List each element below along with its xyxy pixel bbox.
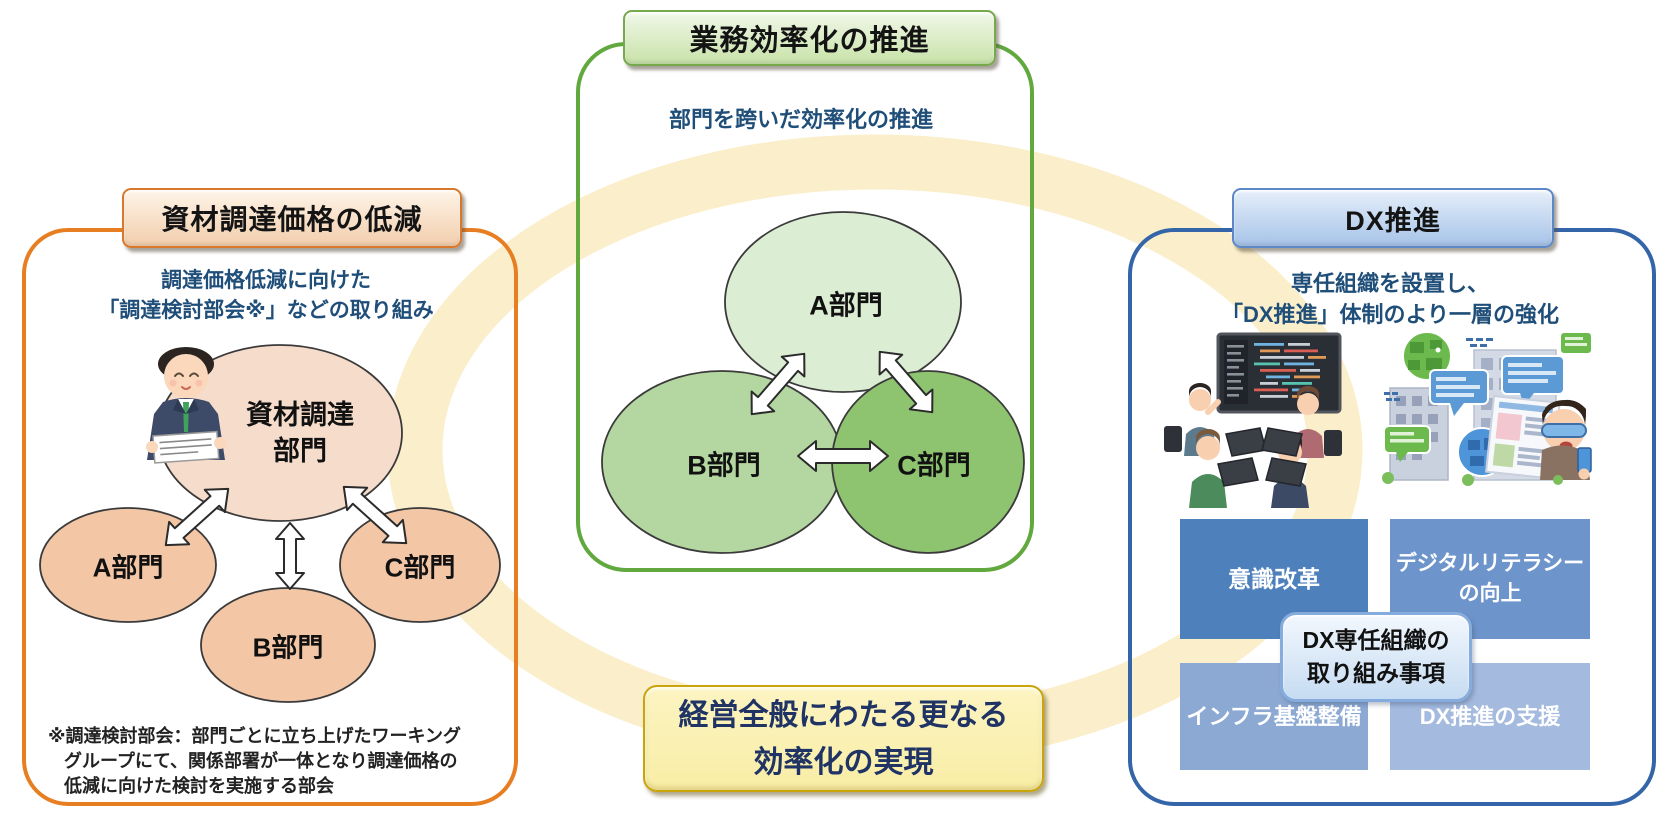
procurement-hub-line1: 資材調達 bbox=[246, 400, 354, 430]
dx-title-plate: DX推進 bbox=[1232, 188, 1554, 248]
procurement-subtitle: 調達価格低減に向けた 「調達検討部会※」などの取り組み bbox=[98, 266, 433, 326]
dx-box-support-label: DX推進の支援 bbox=[1419, 703, 1561, 729]
goal-banner-line2: 効率化の実現 bbox=[753, 745, 934, 779]
dx-box-awareness: 意識改革 bbox=[1180, 519, 1368, 639]
goal-banner-line1: 経営全般にわたる更なる bbox=[678, 698, 1009, 732]
dx-subtitle-line2: 「DX推進」体制のより一層の強化 bbox=[1220, 302, 1560, 327]
goal-banner: 経営全般にわたる更なる 効率化の実現 bbox=[643, 685, 1044, 792]
efficiency-dept-c-label: C部門 bbox=[897, 450, 971, 481]
efficiency-subtitle: 部門を跨いだ効率化の推進 bbox=[668, 107, 934, 132]
dx-overlay-callout: DX専任組織の 取り組み事項 bbox=[1280, 612, 1472, 702]
procurement-dept-a-label: A部門 bbox=[92, 552, 164, 583]
dx-subtitle-line1: 専任組織を設置し、 bbox=[1290, 271, 1489, 296]
procurement-dept-c-label: C部門 bbox=[384, 552, 456, 583]
procurement-subtitle-line1: 調達価格低減に向けた bbox=[160, 269, 371, 292]
efficiency-title: 業務効率化の推進 bbox=[689, 25, 930, 57]
dx-box-digital-literacy-line1: デジタルリテラシー bbox=[1395, 552, 1585, 575]
procurement-title-plate: 資材調達価格の低減 bbox=[122, 188, 462, 248]
footnote-line2: グループにて、関係部署が一体となり調達価格の bbox=[64, 751, 458, 771]
procurement-footnote: ※調達検討部会：部門ごとに立ち上げたワーキング グループにて、関係部署が一体とな… bbox=[48, 724, 461, 799]
dx-overlay-line2: 取り組み事項 bbox=[1307, 660, 1445, 686]
efficiency-dept-a-label: A部門 bbox=[809, 290, 883, 321]
procurement-subtitle-line2: 「調達検討部会※」などの取り組み bbox=[98, 299, 434, 322]
procurement-hub-label: 資材調達 部門 bbox=[246, 397, 354, 469]
dx-box-infrastructure-label: インフラ基盤整備 bbox=[1186, 703, 1362, 729]
procurement-title: 資材調達価格の低減 bbox=[161, 204, 423, 235]
dx-box-digital-literacy-line2: の向上 bbox=[1458, 582, 1522, 605]
dx-overlay-line1: DX専任組織の bbox=[1302, 627, 1450, 653]
footnote-line3: 低減に向けた検討を実施する部会 bbox=[64, 776, 334, 796]
procurement-dept-b-label: B部門 bbox=[252, 632, 324, 663]
dx-title: DX推進 bbox=[1345, 205, 1441, 236]
dx-box-awareness-label: 意識改革 bbox=[1228, 566, 1320, 592]
efficiency-title-plate: 業務効率化の推進 bbox=[623, 10, 996, 66]
footnote-line1: ※調達検討部会：部門ごとに立ち上げたワーキング bbox=[48, 726, 461, 746]
efficiency-dept-b-label: B部門 bbox=[687, 450, 761, 481]
dx-subtitle: 専任組織を設置し、 「DX推進」体制のより一層の強化 bbox=[1221, 268, 1559, 330]
procurement-hub-line2: 部門 bbox=[273, 436, 327, 466]
